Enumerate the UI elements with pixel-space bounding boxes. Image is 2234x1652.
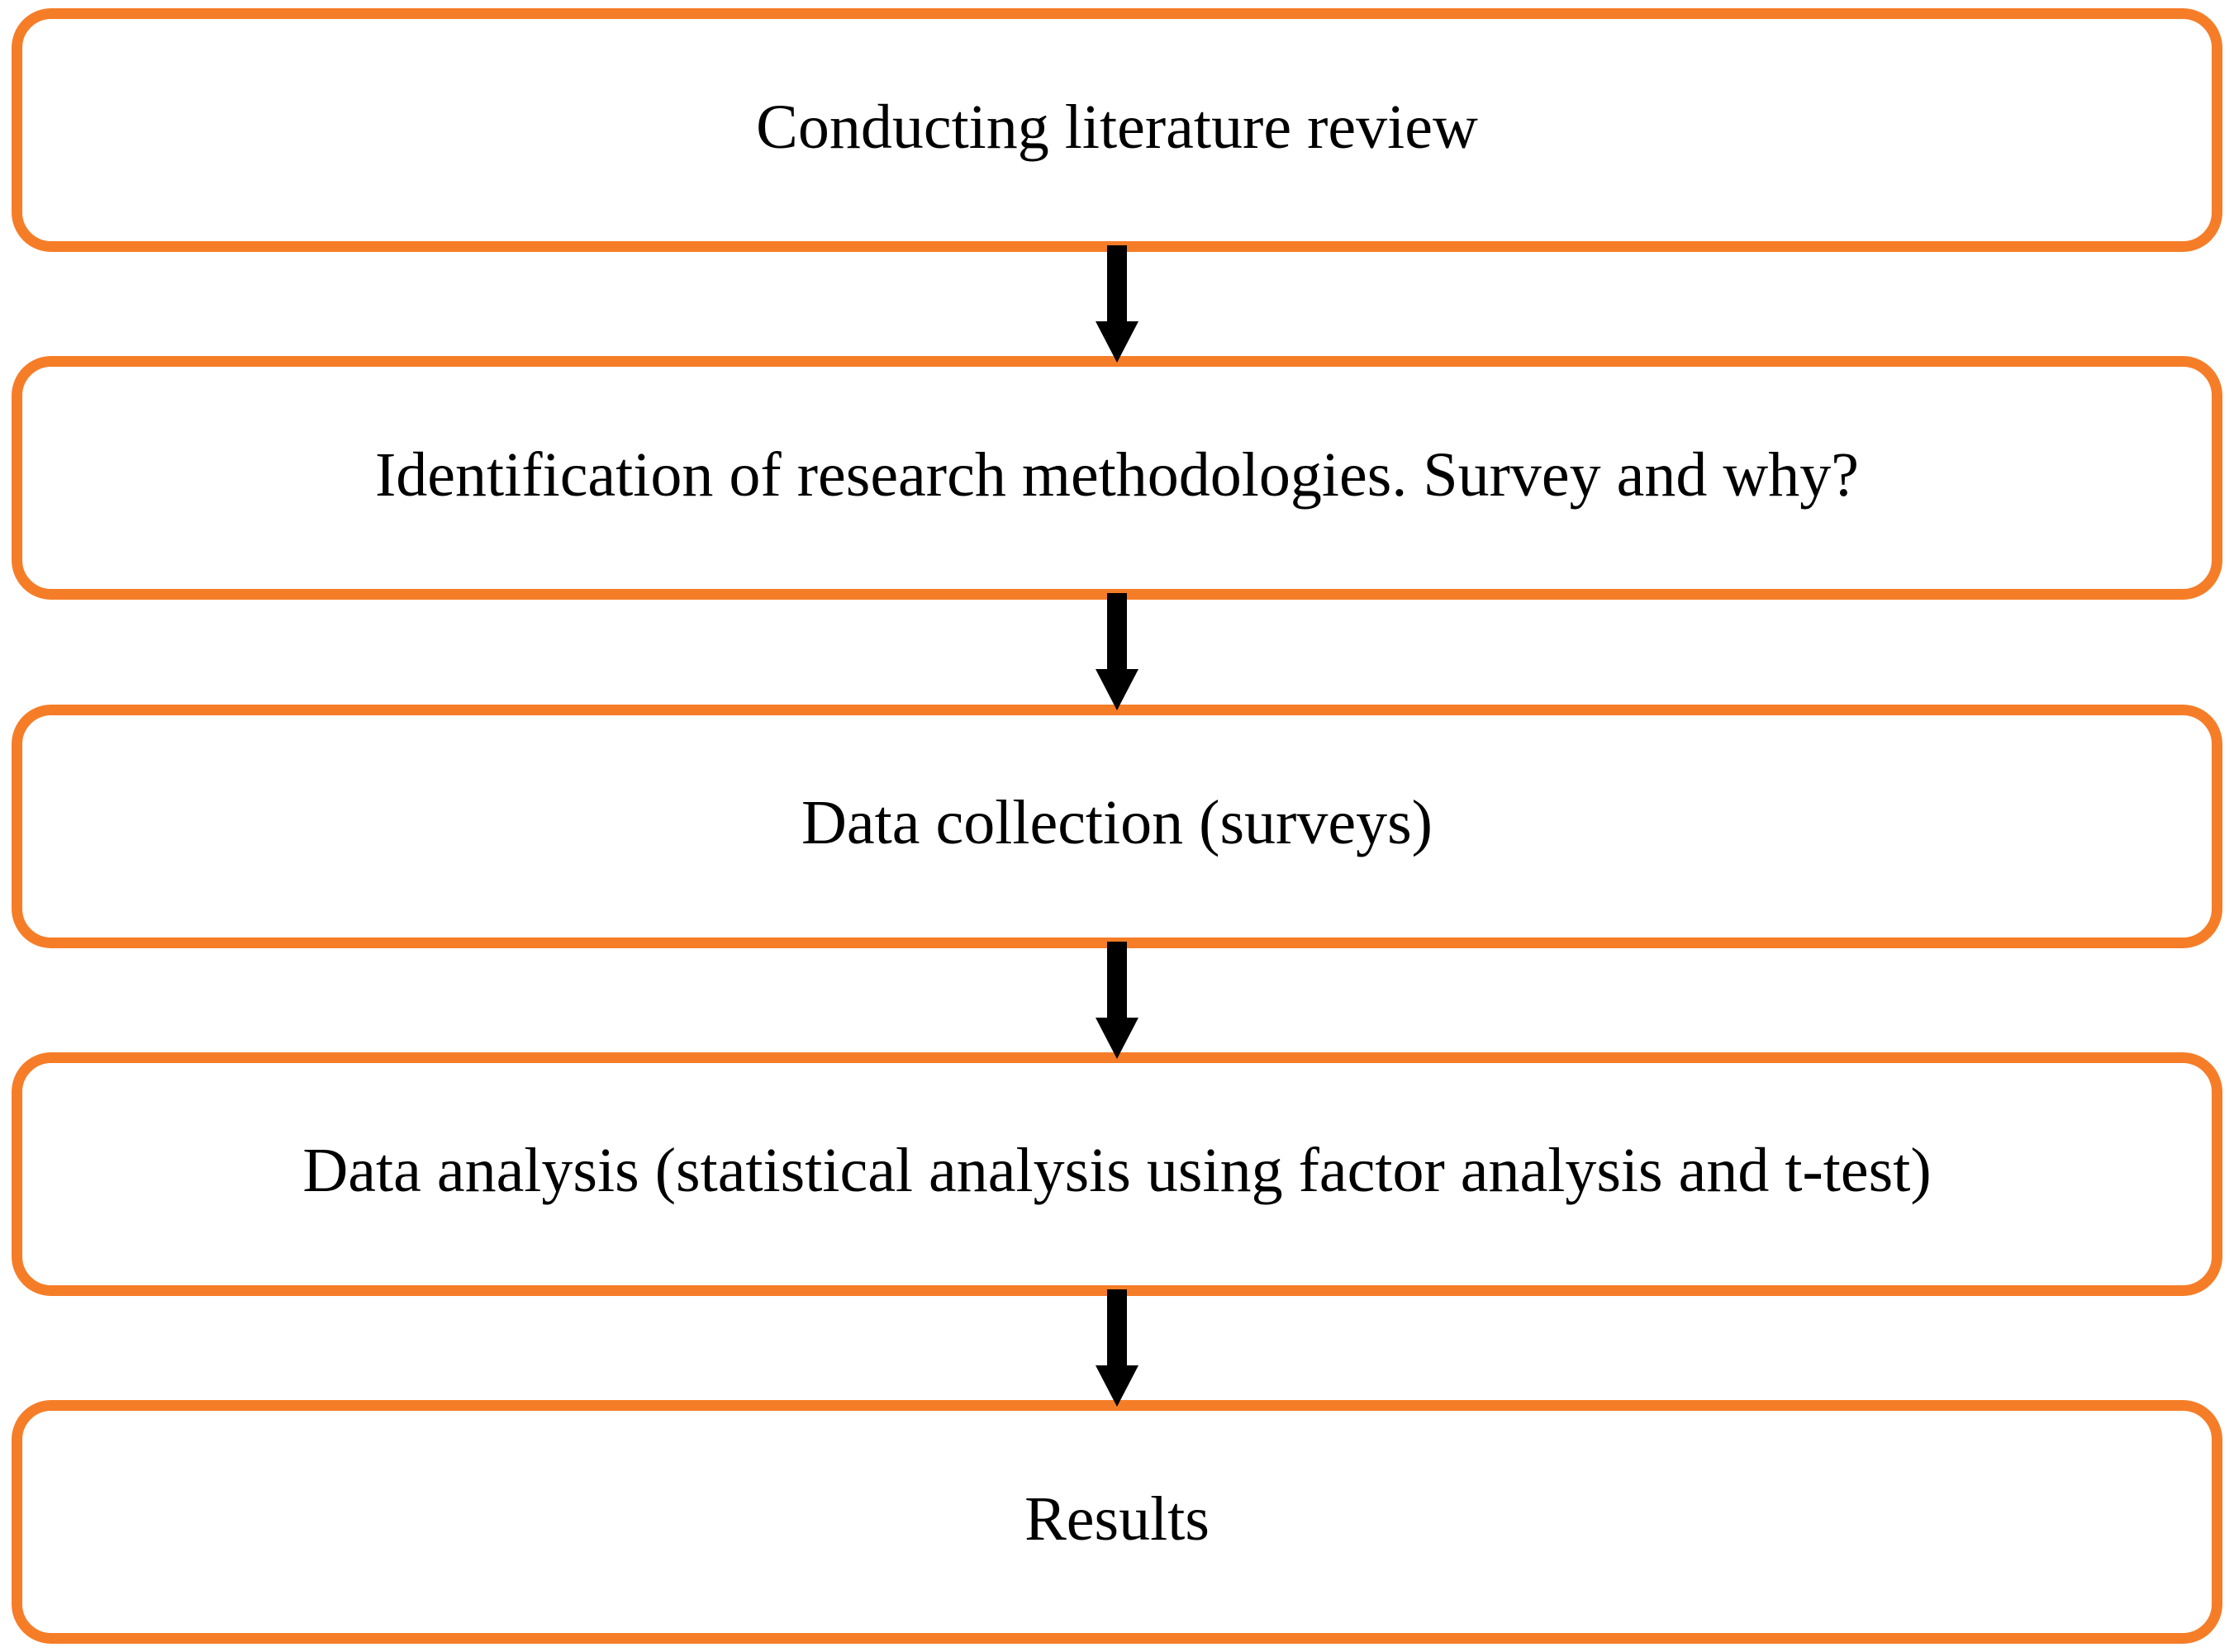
- connector-2-3: [12, 593, 2222, 711]
- step-box-results: Results: [12, 1400, 2222, 1644]
- step-box-data-collection: Data collection (surveys): [12, 704, 2222, 948]
- step-label: Conducting literature review: [756, 92, 1478, 162]
- down-arrow-icon: [1096, 245, 1138, 363]
- step-box-methodology-identification: Identification of research methodologies…: [12, 356, 2222, 601]
- down-arrow-icon: [1096, 941, 1138, 1059]
- down-arrow-icon: [1096, 593, 1138, 711]
- step-box-literature-review: Conducting literature review: [12, 8, 2222, 252]
- step-label: Data collection (surveys): [801, 788, 1433, 857]
- connector-4-5: [12, 1289, 2222, 1407]
- step-box-data-analysis: Data analysis (statistical analysis usin…: [12, 1051, 2222, 1296]
- connector-1-2: [12, 245, 2222, 363]
- step-label: Data analysis (statistical analysis usin…: [302, 1136, 1932, 1206]
- step-label: Results: [1024, 1483, 1210, 1554]
- connector-3-4: [12, 941, 2222, 1059]
- down-arrow-icon: [1096, 1289, 1138, 1407]
- step-label: Identification of research methodologies…: [375, 439, 1859, 510]
